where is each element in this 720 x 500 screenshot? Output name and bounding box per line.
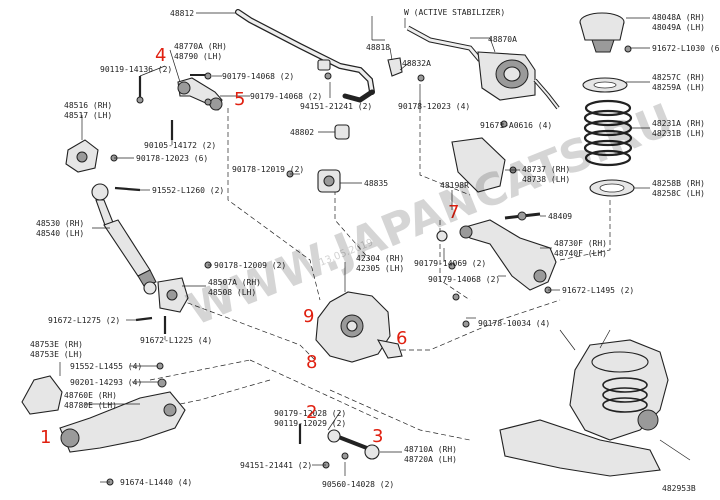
label-48812: 48812 <box>170 9 194 18</box>
label-48802: 48802 <box>290 128 314 137</box>
label-90179-12028: 90179-12028 (2) <box>274 409 346 418</box>
shock-absorber <box>91 183 157 295</box>
assembly-inset <box>499 329 691 477</box>
fasteners <box>106 45 632 486</box>
label-90179-14069: 90179-14069 (2) <box>414 259 486 268</box>
label-42304: 42304 (RH) <box>356 254 404 263</box>
callout-6: 6 <box>396 328 407 349</box>
watermark: WWW.JAPANCATS.RU 13.05.2019 <box>180 94 681 336</box>
part-labels: 48812 W (ACTIVE STABILIZER) 48818 48832A… <box>30 8 720 493</box>
label-48753f: 48753E (LH) <box>30 350 83 359</box>
lower-control-arm <box>436 219 557 291</box>
label-90179-14068-c: 90179-14068 (2) <box>428 275 500 284</box>
label-90119-12029: 90119-12029 (2) <box>274 419 346 428</box>
label-48409: 48409 <box>548 212 572 221</box>
label-91672-11225: 91672-L1225 (4) <box>140 336 212 345</box>
label-91672-11495: 91672-L1495 (2) <box>562 286 634 295</box>
label-90179-14068-b: 90179-14068 (2) <box>250 92 322 101</box>
stabilizer-bracket <box>387 57 403 77</box>
stabilizer-bar <box>235 9 375 103</box>
label-48508: 48508 (LH) <box>208 288 256 297</box>
label-90201-14293: 90201-14293 (4) <box>70 378 142 387</box>
suspension-cover <box>451 137 506 193</box>
coil-spring <box>583 99 633 167</box>
active-stabilizer <box>406 25 560 110</box>
bump-stop <box>21 375 63 415</box>
callout-5: 5 <box>234 89 245 110</box>
label-91552-11260: 91552-L1260 (2) <box>152 186 224 195</box>
trailing-arm <box>59 391 186 453</box>
label-48231a: 48231A (RH) <box>652 119 705 128</box>
label-active-stabilizer: W (ACTIVE STABILIZER) <box>404 8 505 17</box>
callout-9: 9 <box>303 306 314 327</box>
label-48730f: 48730F (RH) <box>554 239 607 248</box>
label-48737: 48737 (RH) <box>522 165 570 174</box>
callout-8: 8 <box>306 352 317 373</box>
label-48760e: 48760E (RH) <box>64 391 117 400</box>
label-48780e: 48780E (LH) <box>64 401 117 410</box>
label-48832a: 48832A <box>402 59 431 68</box>
label-91552-11455: 91552-L1455 (4) <box>70 362 142 371</box>
label-90178-12019: 90178-12019 (2) <box>232 165 304 174</box>
label-91672-11275: 91672-L1275 (2) <box>48 316 120 325</box>
callout-2: 2 <box>306 402 317 423</box>
callout-numbers: 1 2 3 4 5 6 7 8 9 <box>40 45 459 448</box>
label-48259a: 48259A (LH) <box>652 83 705 92</box>
top-mount <box>579 12 625 53</box>
figure-number: 482953B <box>662 484 696 493</box>
label-48507a: 48507A (RH) <box>208 278 261 287</box>
label-48516: 48516 (RH) <box>64 101 112 110</box>
label-48048a: 48048A (RH) <box>652 13 705 22</box>
label-90178-12009: 90178-12009 (2) <box>214 261 286 270</box>
label-48198r: 48198R <box>440 181 469 190</box>
label-91672-11030: 91672-L1030 (6) <box>652 44 720 53</box>
label-48257c: 48257C (RH) <box>652 73 705 82</box>
upper-control-arm <box>177 77 223 111</box>
label-48740f: 48740F (LH) <box>554 249 607 258</box>
stabilizer-bushing <box>317 59 331 71</box>
label-90178-10034: 90178-10034 (4) <box>478 319 550 328</box>
label-48870a: 48870A <box>488 35 517 44</box>
label-48517: 48517 (LH) <box>64 111 112 120</box>
label-48790: 48790 (LH) <box>174 52 222 61</box>
label-48049a: 48049A (LH) <box>652 23 705 32</box>
label-48530: 48530 (RH) <box>36 219 84 228</box>
label-48710a: 48710A (RH) <box>404 445 457 454</box>
label-48835: 48835 <box>364 179 388 188</box>
toe-control-link <box>327 429 380 460</box>
label-48540: 48540 (LH) <box>36 229 84 238</box>
label-48231b: 48231B (LH) <box>652 129 705 138</box>
callout-1: 1 <box>40 427 51 448</box>
label-48770a: 48770A (RH) <box>174 42 227 51</box>
label-48818: 48818 <box>366 43 390 52</box>
stabilizer-bushing-48802 <box>334 124 350 140</box>
label-48738: 48738 (LH) <box>522 175 570 184</box>
label-94151-21241: 94151-21241 (2) <box>300 102 372 111</box>
label-94151-21441: 94151-21441 (2) <box>240 461 312 470</box>
watermark-text: WWW.JAPANCATS.RU <box>180 94 681 336</box>
label-48720a: 48720A (LH) <box>404 455 457 464</box>
rear-axle-carrier <box>315 291 403 363</box>
label-90178-12023-6: 90178-12023 (6) <box>136 154 208 163</box>
label-90179-14068-a: 90179-14068 (2) <box>222 72 294 81</box>
callout-7: 7 <box>448 202 459 223</box>
label-90560-14028: 90560-14028 (2) <box>322 480 394 489</box>
leader-lines <box>59 12 650 483</box>
callout-3: 3 <box>372 426 383 447</box>
label-90105-14172: 90105-14172 (2) <box>144 141 216 150</box>
label-91674-11440: 91674-L1440 (4) <box>120 478 192 487</box>
label-91671-a0616: 91671-A0616 (4) <box>480 121 552 130</box>
label-48258b: 48258B (RH) <box>652 179 705 188</box>
assembly-guide-lines <box>99 100 611 441</box>
label-90178-12023-4: 90178-12023 (4) <box>398 102 470 111</box>
label-90119-14136: 90119-14136 (2) <box>100 65 172 74</box>
label-48258c: 48258C (LH) <box>652 189 705 198</box>
callout-4: 4 <box>155 45 166 66</box>
label-42305: 42305 (LH) <box>356 264 404 273</box>
label-48753e: 48753E (RH) <box>30 340 83 349</box>
